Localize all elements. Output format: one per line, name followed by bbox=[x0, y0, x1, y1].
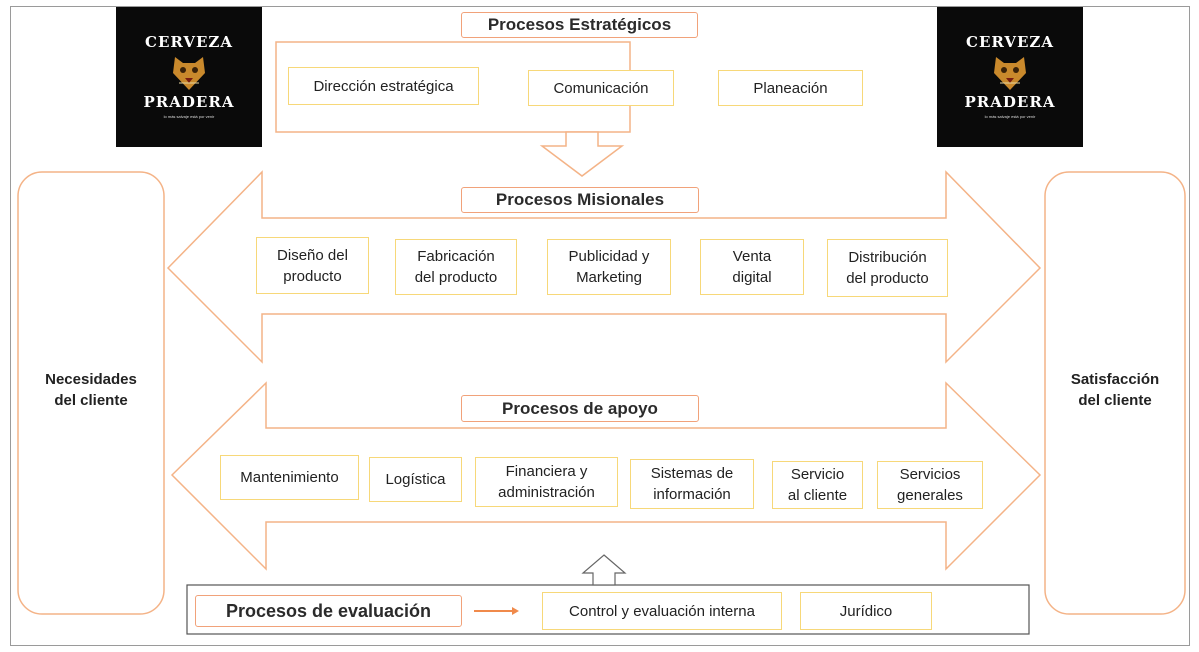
missional-item-venta: Venta digital bbox=[700, 239, 804, 295]
right-label-satisfaccion: Satisfacción del cliente bbox=[1070, 371, 1160, 409]
support-item-mantenimiento: Mantenimiento bbox=[220, 455, 359, 500]
left-column bbox=[17, 171, 165, 615]
logo-text-cerveza: CERVEZA bbox=[145, 33, 233, 51]
jaguar-face-icon bbox=[173, 57, 205, 90]
support-item-sistemas: Sistemas de información bbox=[630, 459, 754, 509]
support-arrow bbox=[170, 381, 1042, 571]
missional-arrow bbox=[166, 170, 1042, 364]
support-item-servicio-cliente: Servicio al cliente bbox=[772, 461, 863, 509]
strategic-item-comunicacion: Comunicación bbox=[528, 70, 674, 106]
right-column bbox=[1044, 171, 1186, 615]
logo-text-cerveza: CERVEZA bbox=[966, 33, 1054, 51]
strategic-title: Procesos Estratégicos bbox=[461, 12, 698, 38]
support-item-logistica: Logística bbox=[369, 457, 462, 502]
missional-item-fabricacion: Fabricación del producto bbox=[395, 239, 517, 295]
diagram-frame bbox=[10, 6, 1190, 646]
jaguar-face-icon bbox=[994, 57, 1026, 90]
support-item-servicios-generales: Servicios generales bbox=[877, 461, 983, 509]
evaluation-item-juridico: Jurídico bbox=[800, 592, 932, 630]
support-item-financiera: Financiera y administración bbox=[475, 457, 618, 507]
missional-item-diseno: Diseño del producto bbox=[256, 237, 369, 294]
support-title: Procesos de apoyo bbox=[461, 395, 699, 422]
evaluation-arrow-head bbox=[512, 607, 519, 615]
logo-tagline: lo más salvaje está por venir bbox=[984, 114, 1036, 119]
strategic-item-direccion: Dirección estratégica bbox=[288, 67, 479, 105]
down-arrow bbox=[539, 131, 625, 177]
logo-right: CERVEZA PRADERA lo más salvaje está por … bbox=[937, 7, 1083, 147]
evaluation-title: Procesos de evaluación bbox=[195, 595, 462, 627]
evaluation-item-control: Control y evaluación interna bbox=[542, 592, 782, 630]
logo-left: CERVEZA PRADERA lo más salvaje está por … bbox=[116, 7, 262, 147]
logo-tagline: lo más salvaje está por venir bbox=[163, 114, 215, 119]
logo-text-pradera: PRADERA bbox=[964, 93, 1056, 111]
logo-text-pradera: PRADERA bbox=[143, 93, 235, 111]
left-label-necesidades: Necesidades del cliente bbox=[45, 371, 137, 409]
missional-item-distribucion: Distribución del producto bbox=[827, 239, 948, 297]
missional-item-publicidad: Publicidad y Marketing bbox=[547, 239, 671, 295]
strategic-item-planeacion: Planeación bbox=[718, 70, 863, 106]
missional-title: Procesos Misionales bbox=[461, 187, 699, 213]
up-arrow bbox=[581, 554, 627, 586]
